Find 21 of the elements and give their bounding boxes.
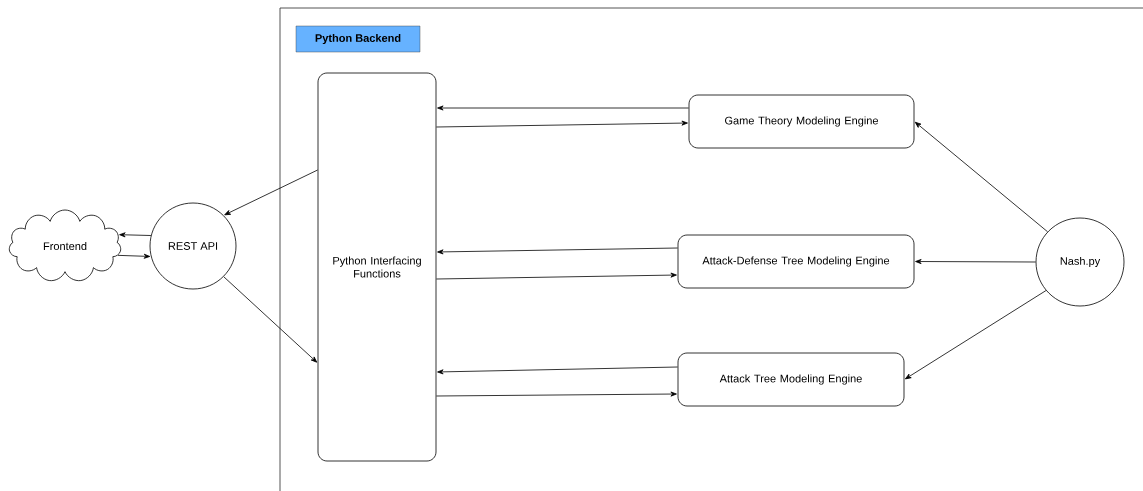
backend-container bbox=[279, 7, 1143, 491]
circle-node: REST API bbox=[149, 202, 237, 290]
arrow bbox=[437, 366, 678, 375]
arrow bbox=[437, 105, 689, 111]
process-box: Attack Tree Modeling Engine bbox=[677, 352, 905, 407]
arrow bbox=[436, 391, 677, 397]
process-box: Python Interfacing Functions bbox=[317, 72, 437, 462]
arrow bbox=[224, 169, 318, 216]
arrow bbox=[117, 253, 151, 259]
circle-node: Nash.py bbox=[1035, 217, 1125, 307]
arrow bbox=[119, 232, 152, 238]
arrow bbox=[436, 120, 688, 128]
heading-label: Python Backend bbox=[295, 25, 421, 53]
arrow bbox=[914, 121, 1048, 233]
arrow bbox=[223, 276, 318, 363]
arrow bbox=[437, 247, 678, 255]
arrow bbox=[904, 290, 1047, 380]
process-box: Attack-Defense Tree Modeling Engine bbox=[677, 234, 915, 289]
arrow bbox=[915, 259, 1036, 265]
process-box: Game Theory Modeling Engine bbox=[688, 94, 915, 149]
arrow bbox=[436, 272, 677, 280]
